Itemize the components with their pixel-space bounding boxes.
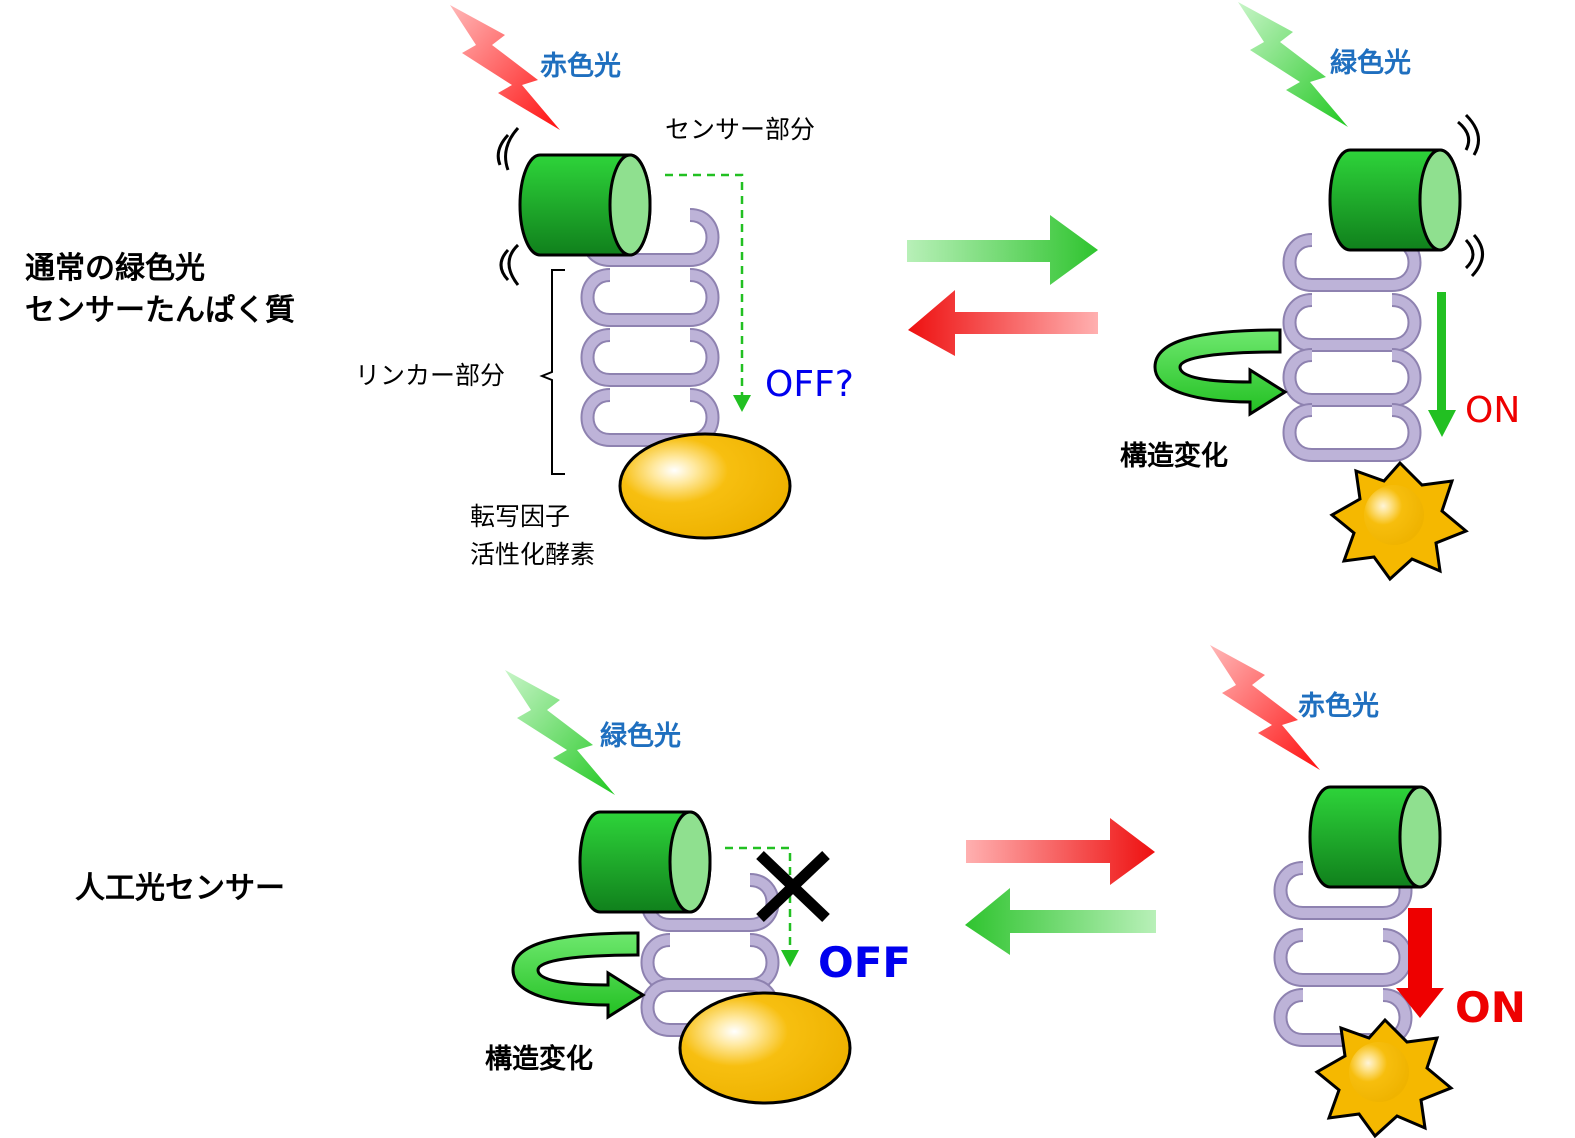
- linker-helix-bottom-right: [1281, 868, 1406, 1040]
- effector-label-line1: 転写因子: [470, 502, 570, 531]
- top-left-state: OFF?: [765, 364, 854, 405]
- effector-label-line2: 活性化酵素: [470, 540, 595, 569]
- bottom-conformation-label: 構造変化: [485, 1043, 593, 1075]
- linker-bracket: [539, 269, 565, 475]
- bottom-panel: 人工光センサー 緑色光 OFF 構造変化: [75, 645, 1526, 1138]
- sensor-cylinder: [518, 153, 652, 257]
- bottom-title: 人工光センサー: [75, 871, 285, 906]
- sensor-cylinder-bottom: [578, 810, 712, 914]
- activated-effector-star: [1330, 461, 1468, 581]
- linker-part-label: リンカー部分: [355, 361, 505, 390]
- equilibrium-arrows-top: [907, 215, 1098, 356]
- vibration-marks-right: [1457, 113, 1484, 278]
- top-title-line1: 通常の緑色光: [25, 251, 205, 286]
- activation-arrow-green: [1428, 292, 1456, 437]
- sensor-cylinder-right: [1328, 148, 1462, 252]
- top-left-light-label: 赤色光: [540, 50, 621, 82]
- top-title-line2: センサーたんぱく質: [25, 293, 295, 328]
- bottom-left-state: OFF: [818, 938, 911, 987]
- vibration-marks: [496, 126, 520, 286]
- linker-helix-right: [1290, 240, 1415, 455]
- dashed-signal-arrow-bottom: [725, 846, 799, 967]
- equilibrium-arrows-bottom: [965, 818, 1156, 955]
- top-right-light-label: 緑色光: [1330, 47, 1411, 79]
- sensor-part-label: センサー部分: [665, 115, 815, 144]
- bottom-right-light-label: 赤色光: [1298, 690, 1379, 722]
- conformation-curl-arrow-icon-bottom: [511, 931, 645, 1019]
- top-conformation-label: 構造変化: [1120, 440, 1228, 472]
- top-panel: 通常の緑色光 センサーたんぱく質 赤色光 センサー部分: [25, 2, 1520, 581]
- bottom-right-state: ON: [1455, 983, 1526, 1032]
- green-light-bolt-icon-bottom: [505, 670, 615, 795]
- effector-enzyme-bottom: [678, 991, 852, 1105]
- activation-arrow-red: [1396, 908, 1444, 1018]
- conformation-curl-arrow-icon: [1153, 328, 1287, 416]
- top-right-state: ON: [1465, 390, 1520, 431]
- effector-enzyme: [618, 432, 792, 540]
- dashed-signal-arrow: [665, 173, 751, 412]
- bottom-left-light-label: 緑色光: [600, 720, 681, 752]
- sensor-cylinder-bottom-right: [1308, 785, 1442, 889]
- blocked-cross-icon: [756, 851, 830, 922]
